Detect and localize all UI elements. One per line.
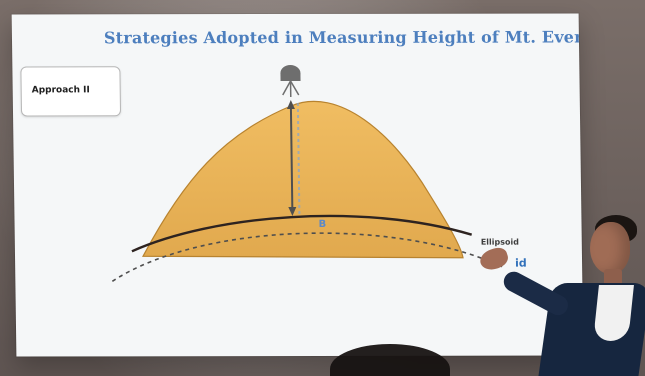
arrow-bottom-icon bbox=[288, 207, 297, 217]
ellipsoid-curve bbox=[131, 214, 473, 253]
mountain-shape bbox=[142, 100, 464, 259]
point-label: B bbox=[318, 218, 327, 230]
presenter-neck bbox=[604, 269, 622, 287]
vertical-measurement-line bbox=[289, 103, 294, 213]
presenter-head bbox=[590, 222, 630, 274]
projection-screen: Strategies Adopted in Measuring Height o… bbox=[11, 13, 584, 357]
arrow-top-icon bbox=[286, 100, 295, 110]
secondary-measurement-line bbox=[296, 102, 301, 217]
everest-measurement-diagram bbox=[111, 65, 503, 283]
surveying-instrument-icon bbox=[280, 65, 301, 98]
presenter bbox=[477, 215, 645, 376]
